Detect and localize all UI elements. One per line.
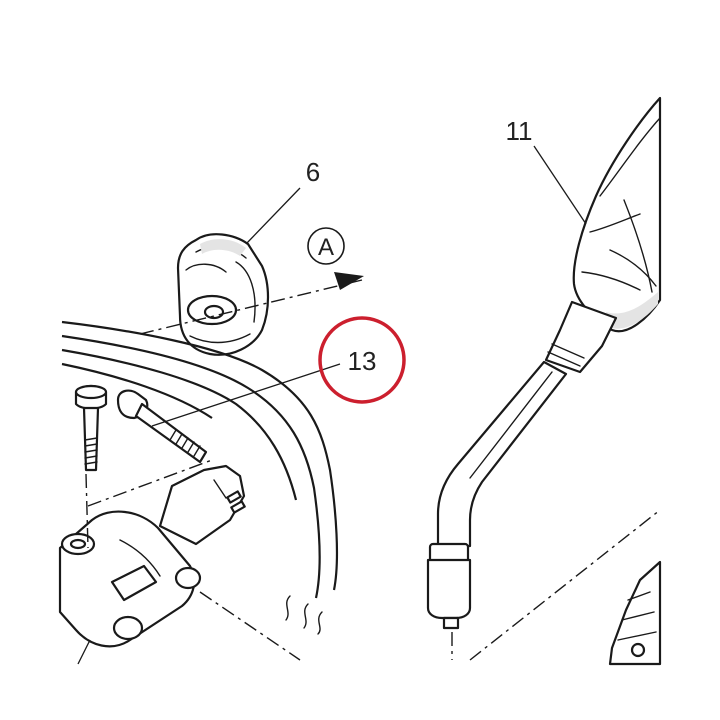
callout-13: 13 <box>348 346 377 376</box>
view-arrow-head <box>334 272 364 290</box>
cables <box>61 320 339 635</box>
assembly-lines <box>85 279 661 661</box>
callout-6: 6 <box>306 157 320 187</box>
grommet <box>176 233 270 356</box>
callout-11: 11 <box>506 116 533 146</box>
bracket-fragment <box>608 560 662 666</box>
bolt-angled <box>116 389 208 464</box>
mirror-mount <box>426 558 472 620</box>
view-letter: A <box>318 234 334 261</box>
mirror-housing <box>572 96 662 333</box>
view-marker-a: A <box>307 227 345 265</box>
switch-housing <box>58 464 246 648</box>
mirror-stem <box>436 360 568 548</box>
bolt-vertical <box>74 384 108 472</box>
mirror-neck <box>544 300 618 374</box>
mirror-assembly <box>426 96 662 630</box>
highlight-ring <box>318 316 406 404</box>
